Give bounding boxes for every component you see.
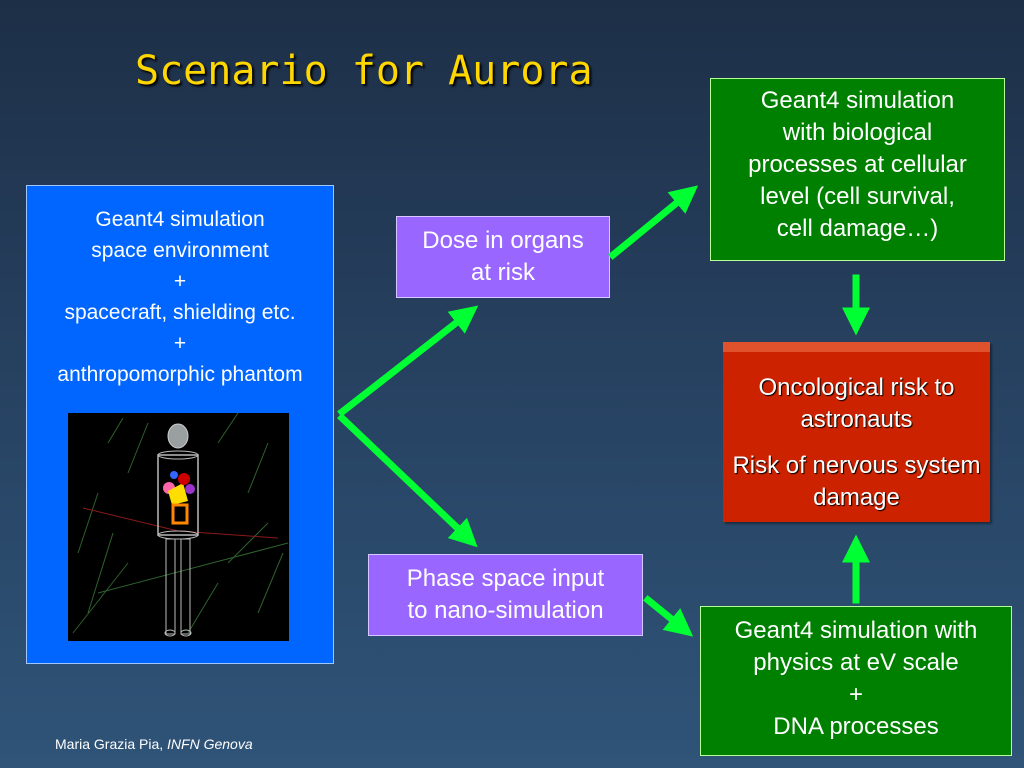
env-line: +: [173, 270, 187, 293]
phantom-image: [68, 412, 289, 641]
dna-line: Geant4 simulation with: [734, 617, 978, 644]
footer-institution: INFN Genova: [167, 736, 253, 752]
bio-line: cell damage…): [776, 215, 939, 242]
bio-line: level (cell survival,: [760, 183, 955, 210]
bio-line: processes at cellular: [748, 151, 967, 178]
arrow-to-bio: [608, 185, 699, 260]
phase-line: to nano-simulation: [407, 597, 604, 624]
env-line: space environment: [91, 239, 269, 262]
dose-line: Dose in organs: [422, 227, 584, 254]
arrow-to-phase: [337, 413, 478, 548]
dose-line: at risk: [470, 259, 535, 286]
risk-paragraph: Oncological risk to astronauts: [758, 374, 955, 433]
slide-title: Scenario for Aurora: [135, 48, 593, 94]
env-line: anthropomorphic phantom: [57, 363, 303, 386]
dna-line: +: [848, 681, 863, 708]
footer: Maria Grazia Pia, INFN Genova: [55, 736, 253, 752]
env-line: spacecraft, shielding etc.: [64, 301, 296, 324]
dna-line: DNA processes: [773, 713, 939, 740]
dna-line: physics at eV scale: [753, 649, 959, 676]
phase-space-box: Phase space input to nano-simulation: [368, 554, 643, 636]
bio-line: Geant4 simulation: [760, 87, 955, 114]
arrow-to-dose: [337, 305, 479, 417]
env-line: Geant4 simulation: [95, 208, 265, 231]
biological-simulation-box: Geant4 simulation with biological proces…: [710, 78, 1005, 261]
risk-paragraph: Risk of nervous system damage: [732, 452, 981, 511]
dose-in-organs-box: Dose in organs at risk: [396, 216, 610, 298]
arrow-to-dna: [643, 595, 694, 637]
environment-box: Geant4 simulation space environment + sp…: [26, 185, 334, 664]
footer-author: Maria Grazia Pia,: [55, 736, 168, 752]
bio-line: with biological: [782, 119, 933, 146]
dna-simulation-box: Geant4 simulation with physics at eV sca…: [700, 606, 1012, 756]
risk-box: Oncological risk to astronauts Risk of n…: [723, 342, 990, 522]
env-line: +: [173, 332, 187, 355]
phase-line: Phase space input: [406, 565, 605, 592]
